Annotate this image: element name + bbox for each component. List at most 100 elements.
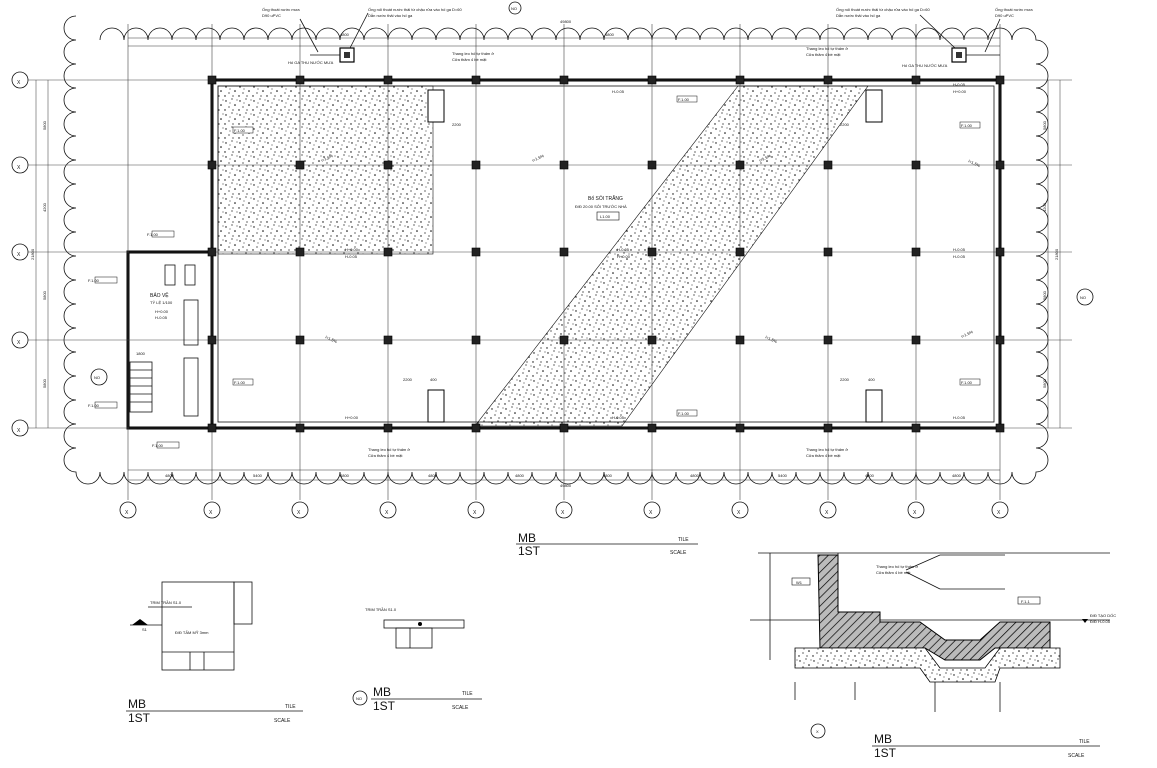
- axis-bubble-bottom: X: [467, 501, 485, 519]
- room-level: H-0.05: [155, 315, 168, 320]
- column: [559, 423, 569, 433]
- dim-right-2: 4200: [1042, 202, 1047, 212]
- dim-bottom: 4800: [165, 473, 175, 478]
- axis-bubble-label: X: [125, 510, 129, 516]
- finish-tag: F.1.00: [234, 380, 246, 385]
- section-subgrade: [794, 647, 1061, 683]
- axis-bubble-label: X: [913, 510, 917, 516]
- column: [911, 75, 921, 85]
- dim-1800: 1800: [136, 351, 146, 356]
- north-marker-label: NO: [511, 6, 517, 11]
- finish-tag: F.1.00: [961, 380, 973, 385]
- column: [995, 335, 1005, 345]
- column: [735, 160, 745, 170]
- dim-right-4: 5800: [1042, 378, 1047, 388]
- dim-bottom: 5400: [778, 473, 788, 478]
- column: [647, 160, 657, 170]
- column: [471, 247, 481, 257]
- room-fixture: [183, 357, 199, 417]
- structural-grid: [24, 24, 1072, 500]
- axis-bubble-bottom: X: [731, 501, 749, 519]
- note-top-left: Ống thoát nước mưa: [262, 7, 300, 12]
- column: [295, 423, 305, 433]
- column: [471, 160, 481, 170]
- note-top-far-right: Ống thoát nước mưa: [995, 7, 1033, 12]
- title-block-tile: TILE: [462, 691, 473, 697]
- axis-bubble-label: X: [17, 340, 21, 346]
- north-marker-right: NO: [1076, 288, 1094, 306]
- axis-bubble-label: X: [17, 80, 21, 86]
- slope-tag: i=1.5%: [531, 153, 545, 163]
- title-block-title: MB: [373, 685, 391, 699]
- building-inner: [217, 85, 995, 423]
- room-level: H+0.00: [155, 309, 169, 314]
- level-tags: H+0.00 H-0.05 H-0.05 H+0.00 H-0.05 H-0.0…: [345, 82, 967, 420]
- dim-bottom: 4800: [865, 473, 875, 478]
- note-top-center: Ống nối thoát nước thải từ chậu rửa vào …: [368, 7, 462, 12]
- dim-top-2: 4800: [605, 32, 615, 37]
- note-upper-right-b: Cửa thăm 4 bề mặt: [806, 52, 841, 57]
- axis-bubble-label: X: [297, 510, 301, 516]
- center-label: Bổ SỎI TRẮNG: [588, 194, 623, 202]
- center-tag: L1.00: [600, 214, 611, 219]
- column: [383, 423, 393, 433]
- column: [911, 247, 921, 257]
- dim-bottom: 4800: [952, 473, 962, 478]
- dim-left-total: 21800: [30, 248, 35, 260]
- detail-c-tag-f: F.1.1: [1021, 599, 1030, 604]
- dim-left-1: 5800: [42, 120, 47, 130]
- slope-tags: i=1.5% i=1.5% i=1.5% i=1.5% i=1.5% i=1.5…: [320, 153, 981, 344]
- level-tag: H+0.00: [345, 247, 359, 252]
- level-tag: H-0.05: [612, 89, 625, 94]
- detail-c-note-a: Thang leo hố tự thấm ở: [876, 564, 918, 569]
- level-tag: H+0.00: [617, 254, 631, 259]
- dim-400: 400: [868, 377, 875, 382]
- slope-tag: i=1.5%: [968, 158, 982, 168]
- stair: [129, 361, 153, 413]
- column: [995, 160, 1005, 170]
- column: [295, 75, 305, 85]
- title-block-3: NO MB TILE 1ST SCALE: [352, 685, 482, 713]
- note-pit-right: Hố GA THU NƯỚC MƯA: [902, 63, 948, 68]
- level-tag: H-0.05: [953, 247, 966, 252]
- column: [735, 423, 745, 433]
- dim-bottom: 4800: [340, 473, 350, 478]
- note-upper-mid-b: Cửa thăm 4 bề mặt: [452, 57, 487, 62]
- title-block-scale: SCALE: [1068, 753, 1085, 759]
- slope-tag: i=1.5%: [765, 334, 779, 344]
- north-marker-label: NO: [1080, 295, 1086, 300]
- column: [383, 75, 393, 85]
- column: [295, 335, 305, 345]
- section-slab: [817, 554, 1051, 661]
- column: [911, 423, 921, 433]
- column-markers: [207, 75, 1005, 433]
- dim-bottom: 4800: [603, 473, 613, 478]
- column: [823, 335, 833, 345]
- north-marker-label: NO: [94, 375, 100, 380]
- detail-a-text: Đ/Đ TẤM MỸ 3mm: [175, 630, 209, 635]
- title-block-title: MB: [128, 697, 146, 711]
- note-top-left-b: D90 uPVC: [262, 13, 281, 18]
- finish-tag: F.1.00: [88, 403, 100, 408]
- detail-c-note-b: Cửa thăm 4 bề mặt: [876, 570, 911, 575]
- column: [823, 160, 833, 170]
- column: [735, 247, 745, 257]
- column: [559, 75, 569, 85]
- note-top-right: Ống nối thoát nước thải từ chậu rửa vào …: [836, 7, 930, 12]
- dim-right-3: 5800: [1042, 290, 1047, 300]
- finish-tag: F.1.00: [234, 128, 246, 133]
- dim-2200: 2200: [452, 122, 462, 127]
- axis-bubble-bottom: X: [819, 501, 837, 519]
- title-block-tile: TILE: [285, 704, 296, 710]
- detail-c-tag-w: W1: [796, 580, 803, 585]
- axis-bubble-label: X: [825, 510, 829, 516]
- title-block-scale: SCALE: [670, 550, 687, 556]
- note-bottom-right: Thang leo hố tự thấm ở: [806, 447, 848, 452]
- dim-2200: 2200: [840, 377, 850, 382]
- level-tag: H-0.05: [345, 254, 358, 259]
- title-block-scale: SCALE: [452, 705, 469, 711]
- detail-c-marker: X: [816, 729, 819, 734]
- finish-tag: F.1.00: [88, 278, 100, 283]
- detail-a-label: TRIM TRẦN S1.0: [150, 600, 182, 605]
- note-upper-right: Thang leo hố tự thấm ở: [806, 46, 848, 51]
